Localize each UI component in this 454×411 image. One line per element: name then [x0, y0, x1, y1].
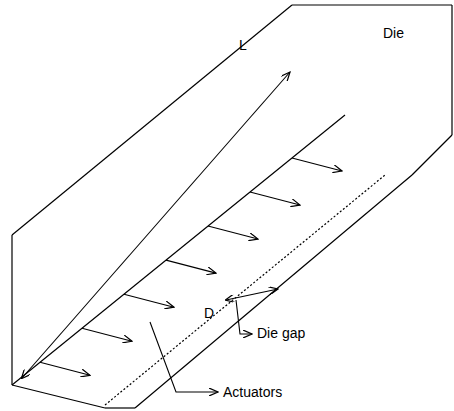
die-gap-label: Die gap: [256, 326, 306, 341]
actuators-leader: [150, 322, 218, 392]
actuator-arrow: [124, 294, 174, 307]
die-outline: [12, 5, 452, 408]
length-label: L: [238, 38, 248, 53]
actuator-arrow: [208, 226, 258, 239]
gap-symbol: D: [203, 306, 215, 321]
gap-dimension: [226, 289, 278, 300]
length-dimension: [22, 72, 290, 378]
die-label: Die: [382, 26, 405, 41]
actuator-arrows: [40, 158, 342, 375]
actuators-label: Actuators: [222, 385, 283, 400]
die-gap-leader: [236, 300, 252, 334]
actuator-arrow: [250, 192, 300, 205]
die-gap-line: [105, 175, 385, 405]
actuator-arrow: [292, 158, 342, 171]
actuator-arrow: [40, 362, 90, 375]
actuator-arrow: [166, 260, 216, 273]
actuator-arrow: [82, 328, 132, 341]
